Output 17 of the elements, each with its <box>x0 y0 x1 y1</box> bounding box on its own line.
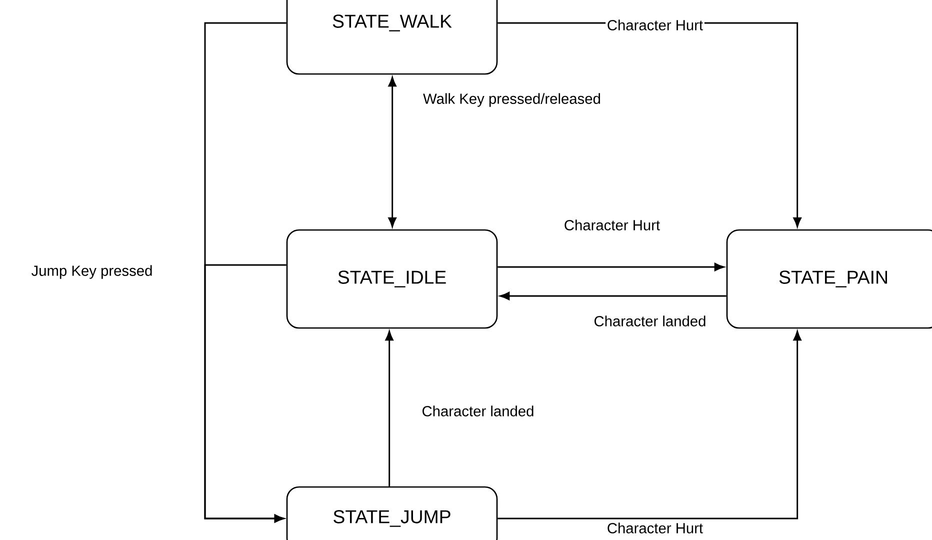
state-box: STATE_IDLE <box>286 229 498 329</box>
arrow <box>388 76 396 228</box>
arrow <box>500 292 726 300</box>
edge-label: Walk Key pressed/released <box>422 92 602 108</box>
state-box: STATE_WALK <box>286 0 498 75</box>
state-box: STATE_JUMP <box>286 486 498 540</box>
arrow <box>498 262 724 272</box>
arrow <box>385 330 394 486</box>
state-box: STATE_PAIN <box>726 229 932 329</box>
edge-label: Character Hurt <box>562 218 662 232</box>
arrow <box>204 264 286 523</box>
arrow <box>498 330 802 520</box>
edge-label: Character Hurt <box>606 18 704 32</box>
edge-label: Character Hurt <box>606 521 704 535</box>
edge-label: Character landed <box>420 404 536 418</box>
edge-label: Character landed <box>592 314 708 328</box>
edge-label: Jump Key pressed <box>30 264 154 280</box>
